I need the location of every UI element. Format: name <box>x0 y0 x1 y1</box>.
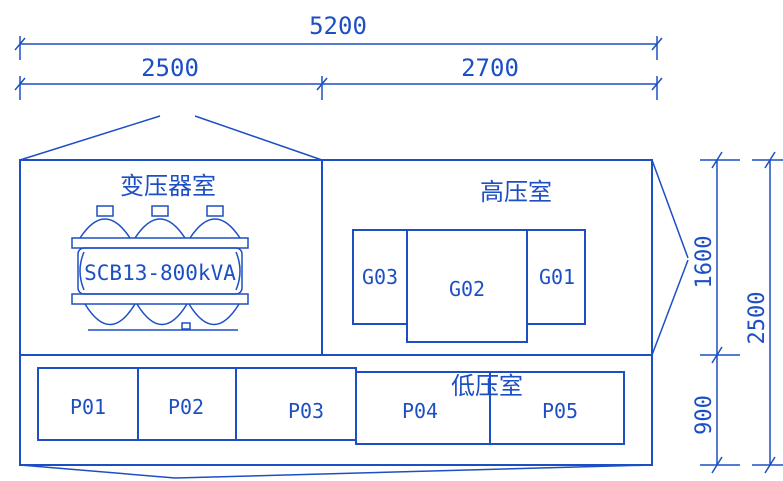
transformer-symbol: SCB13-800kVA <box>71 205 249 331</box>
lv-cabinet-label: P02 <box>168 395 204 419</box>
lv-cabinet-label: P04 <box>402 399 438 423</box>
transformer-coil-top <box>79 218 131 239</box>
dim-label-upper-height: 1600 <box>692 236 717 289</box>
dim-label-total-width: 5200 <box>309 12 367 40</box>
transformer-coil-bottom <box>84 303 136 325</box>
transformer-label: SCB13-800kVA <box>84 261 236 285</box>
dim-slash <box>764 456 776 474</box>
transformer-ground <box>181 322 191 330</box>
transformer-lug <box>151 205 169 217</box>
dim-slash <box>711 151 723 169</box>
room-label-low-voltage: 低压室 <box>451 372 523 400</box>
room-label-high-voltage: 高压室 <box>480 178 552 206</box>
hv-cabinets: G03 G02 G01 <box>352 229 586 343</box>
dim-label-lower-height: 900 <box>692 395 717 435</box>
transformer-coil-top <box>189 218 241 239</box>
lv-cabinet-p05 <box>489 371 625 445</box>
transformer-coil-bottom <box>188 303 240 325</box>
transformer-lug <box>96 205 114 217</box>
perspective-line <box>194 115 323 161</box>
hv-cabinet-label: G01 <box>539 265 575 289</box>
transformer-coil-top <box>134 218 186 239</box>
dim-slash <box>651 37 663 51</box>
transformer-body-curve <box>235 251 241 291</box>
dim-label-left-width: 2500 <box>141 54 199 82</box>
dim-slash <box>14 37 26 51</box>
perspective-line <box>174 464 653 479</box>
hv-cabinet-g02 <box>406 229 528 343</box>
dim-slash <box>711 346 723 364</box>
dim-total-width: 5200 <box>14 12 663 60</box>
lv-cabinets: P01 P02 P03 P04 P05 <box>37 367 625 445</box>
dim-slash <box>14 77 26 91</box>
room-label-transformer: 变压器室 <box>120 172 216 200</box>
perspective-line <box>19 115 161 161</box>
transformer-coil-bottom <box>136 303 188 325</box>
dim-label-right-width: 2700 <box>461 54 519 82</box>
lv-cabinet-label: P01 <box>70 395 106 419</box>
perspective-line <box>651 259 689 356</box>
transformer-top-bar <box>71 237 249 249</box>
dim-slash <box>711 456 723 474</box>
lv-cabinet-label: P03 <box>288 399 324 423</box>
hv-cabinet-label: G03 <box>362 265 398 289</box>
dim-heights-inner: 1600 900 <box>692 151 740 474</box>
transformer-body-curve <box>79 251 85 291</box>
transformer-lug <box>206 205 224 217</box>
perspective-line <box>651 159 689 259</box>
dim-slash <box>651 77 663 91</box>
dim-slash <box>316 77 328 91</box>
lv-cabinet-label: P05 <box>542 399 578 423</box>
transformer-bottom-bar <box>71 293 249 305</box>
dim-height-total: 2500 <box>745 151 783 474</box>
dim-sub-widths: 2500 2700 <box>14 54 663 100</box>
perspective-line <box>19 464 176 479</box>
dim-label-total-height: 2500 <box>745 292 770 345</box>
hv-cabinet-label: G02 <box>449 277 485 301</box>
building-outline <box>19 159 653 466</box>
dim-slash <box>764 151 776 169</box>
